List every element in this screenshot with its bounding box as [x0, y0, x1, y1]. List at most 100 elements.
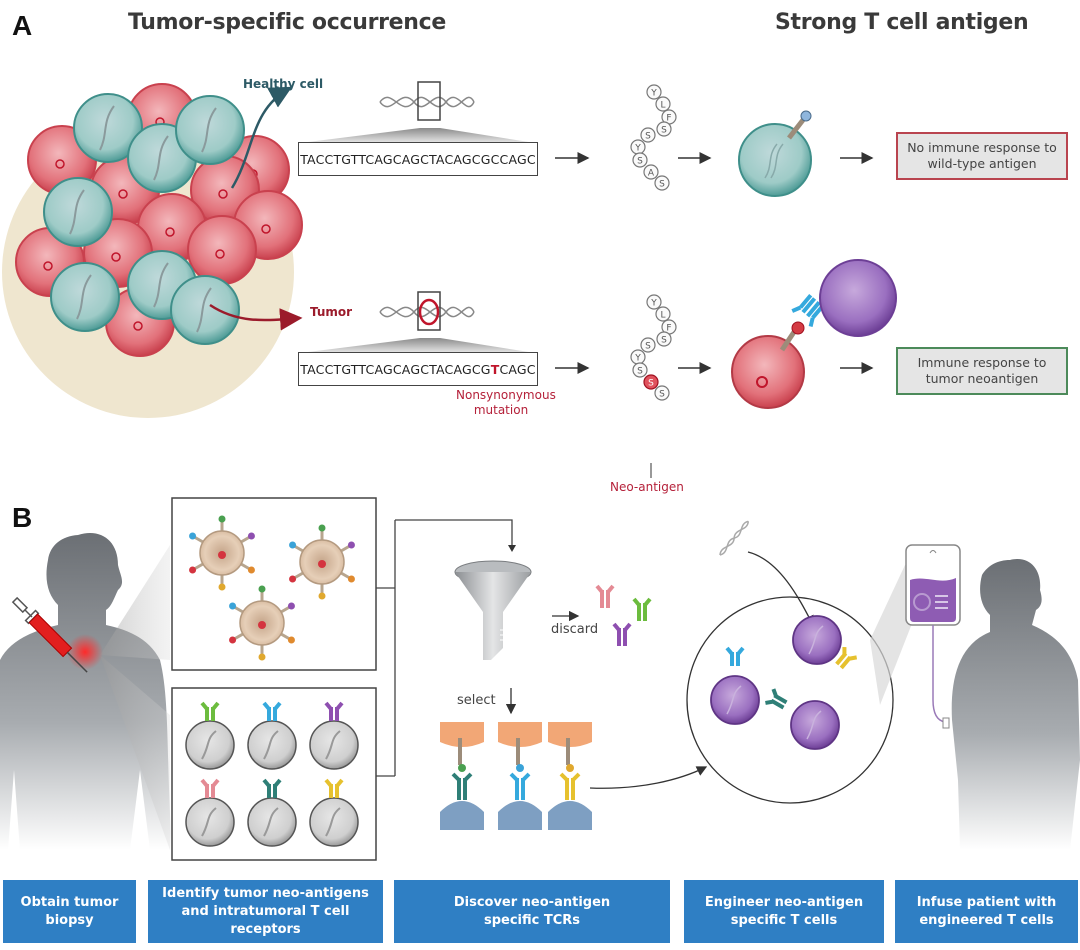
antigen-presenting-cell [289, 524, 355, 600]
t-cell [309, 778, 359, 847]
amino-acid-residue: Y [646, 294, 662, 310]
antigen-cells-box [171, 497, 377, 671]
amino-acid-residue: A [643, 164, 659, 180]
svg-text:F: F [666, 324, 671, 334]
tcr-receptor-blue [791, 293, 825, 327]
healthy-cell-label: Healthy cell [243, 77, 324, 91]
zoom-wedge-top [100, 545, 170, 660]
svg-text:S: S [645, 132, 651, 142]
step-engineer-tcells: Engineer neo-antigen specific T cells [684, 880, 884, 943]
svg-text:Y: Y [650, 299, 657, 309]
step-label: Obtain tumor biopsy [20, 894, 119, 928]
tumor-arrow [209, 303, 303, 331]
amino-acid-residue: S [640, 337, 656, 353]
dna-icon-tumor [379, 291, 475, 331]
step-label: Discover neo-antigen specific TCRs [453, 894, 611, 928]
panel-b-letter: B [12, 502, 33, 533]
healthy-cell [73, 93, 143, 163]
selected-tcr-pair [548, 722, 592, 830]
tumor-cell [187, 215, 257, 285]
engineer-arrow [589, 766, 708, 789]
tumor-sequence-mutation: T [490, 361, 500, 377]
dna-vector-icon [719, 520, 750, 556]
svg-text:S: S [637, 157, 643, 167]
syringe-icon [11, 596, 88, 673]
svg-text:S: S [637, 367, 643, 377]
immune-response-box: Immune response to tumor neoantigen [896, 347, 1068, 395]
svg-text:L: L [660, 101, 665, 111]
healthy-cell [175, 95, 245, 165]
no-immune-response-box: No immune response to wild-type antigen [896, 132, 1068, 180]
healthy-cell [43, 177, 113, 247]
healthy-cell-presenting [738, 110, 812, 197]
connector-bracket [376, 519, 513, 777]
patient-silhouette-left [0, 533, 172, 850]
svg-text:S: S [648, 379, 654, 389]
dna-icon-healthy [379, 81, 475, 121]
tcr-receptor [324, 701, 344, 721]
t-cell [185, 778, 235, 847]
svg-text:S: S [659, 390, 665, 400]
step-label: Engineer neo-antigen specific T cells [704, 894, 864, 928]
tumor-specific-title: Tumor-specific occurrence [128, 10, 447, 35]
tumor-mass-illustration [2, 83, 303, 418]
select-label: select [457, 693, 496, 708]
healthy-cell [170, 275, 240, 345]
svg-text:Y: Y [634, 354, 641, 364]
discarded-tcr [632, 597, 652, 621]
engineered-t-cell [792, 615, 858, 670]
amino-acid-residue: S [632, 152, 648, 168]
tumor-cell-presenting [731, 321, 805, 409]
svg-text:S: S [659, 180, 665, 190]
svg-text:Y: Y [650, 89, 657, 99]
neoantigen-residue: S [643, 374, 659, 390]
neoantigen-label: Neo-antigen [610, 480, 684, 494]
tumor-sequence-prefix: TACCTGTTCAGCAGCTACAGCG [300, 361, 491, 377]
t-cell [185, 701, 235, 770]
engineering-circle [686, 596, 894, 804]
step-label: Infuse patient with engineered T cells [916, 894, 1057, 928]
healthy-arrow [230, 86, 293, 189]
iv-bag-icon [905, 544, 961, 729]
zoom-cone-tumor [300, 338, 535, 353]
antigen-presenting-cell [189, 515, 255, 591]
biopsy-site [67, 634, 103, 670]
t-cell [247, 778, 297, 847]
antigen-presenting-cell [229, 585, 295, 661]
t-cell-purple [819, 259, 897, 337]
immune-response-text: Immune response to tumor neoantigen [917, 355, 1047, 386]
discarded-tcr [612, 622, 632, 646]
amino-acid-residue: Y [630, 349, 646, 365]
strong-antigen-title: Strong T cell antigen [775, 10, 1029, 35]
step-identify-neoantigens: Identify tumor neo-antigens and intratum… [148, 880, 383, 943]
step-obtain-biopsy: Obtain tumor biopsy [3, 880, 136, 943]
amino-acid-residue: S [654, 385, 670, 401]
zoom-wedge-bottom [100, 655, 170, 850]
step-label: Identify tumor neo-antigens and intratum… [162, 885, 369, 937]
tumor-label: Tumor [310, 305, 353, 319]
funnel-icon [454, 560, 532, 660]
discard-label: discard [551, 622, 599, 637]
patient-silhouette-right [951, 559, 1080, 850]
svg-text:S: S [661, 336, 667, 346]
mutation-annotation: Nonsynonymous mutation [456, 388, 556, 417]
amino-acid-residue: S [656, 121, 672, 137]
healthy-sequence: TACCTGTTCAGCAGCTACAGCGCCAGC [300, 151, 536, 167]
step-discover-tcrs: Discover neo-antigen specific TCRs [394, 880, 670, 943]
engineered-t-cell [765, 688, 840, 750]
zoom-cone-healthy [300, 128, 535, 143]
svg-text:Y: Y [634, 144, 641, 154]
svg-text:A: A [648, 169, 655, 179]
healthy-cell [50, 262, 120, 332]
amino-acid-residue: L [655, 96, 671, 112]
svg-text:L: L [660, 311, 665, 321]
healthy-sequence-box: TACCTGTTCAGCAGCTACAGCGCCAGC [298, 142, 538, 176]
no-immune-response-text: No immune response to wild-type antigen [907, 140, 1057, 171]
selected-tcr-pair [440, 722, 484, 830]
panel-a-letter: A [12, 10, 33, 41]
tcr-receptor [324, 778, 344, 798]
